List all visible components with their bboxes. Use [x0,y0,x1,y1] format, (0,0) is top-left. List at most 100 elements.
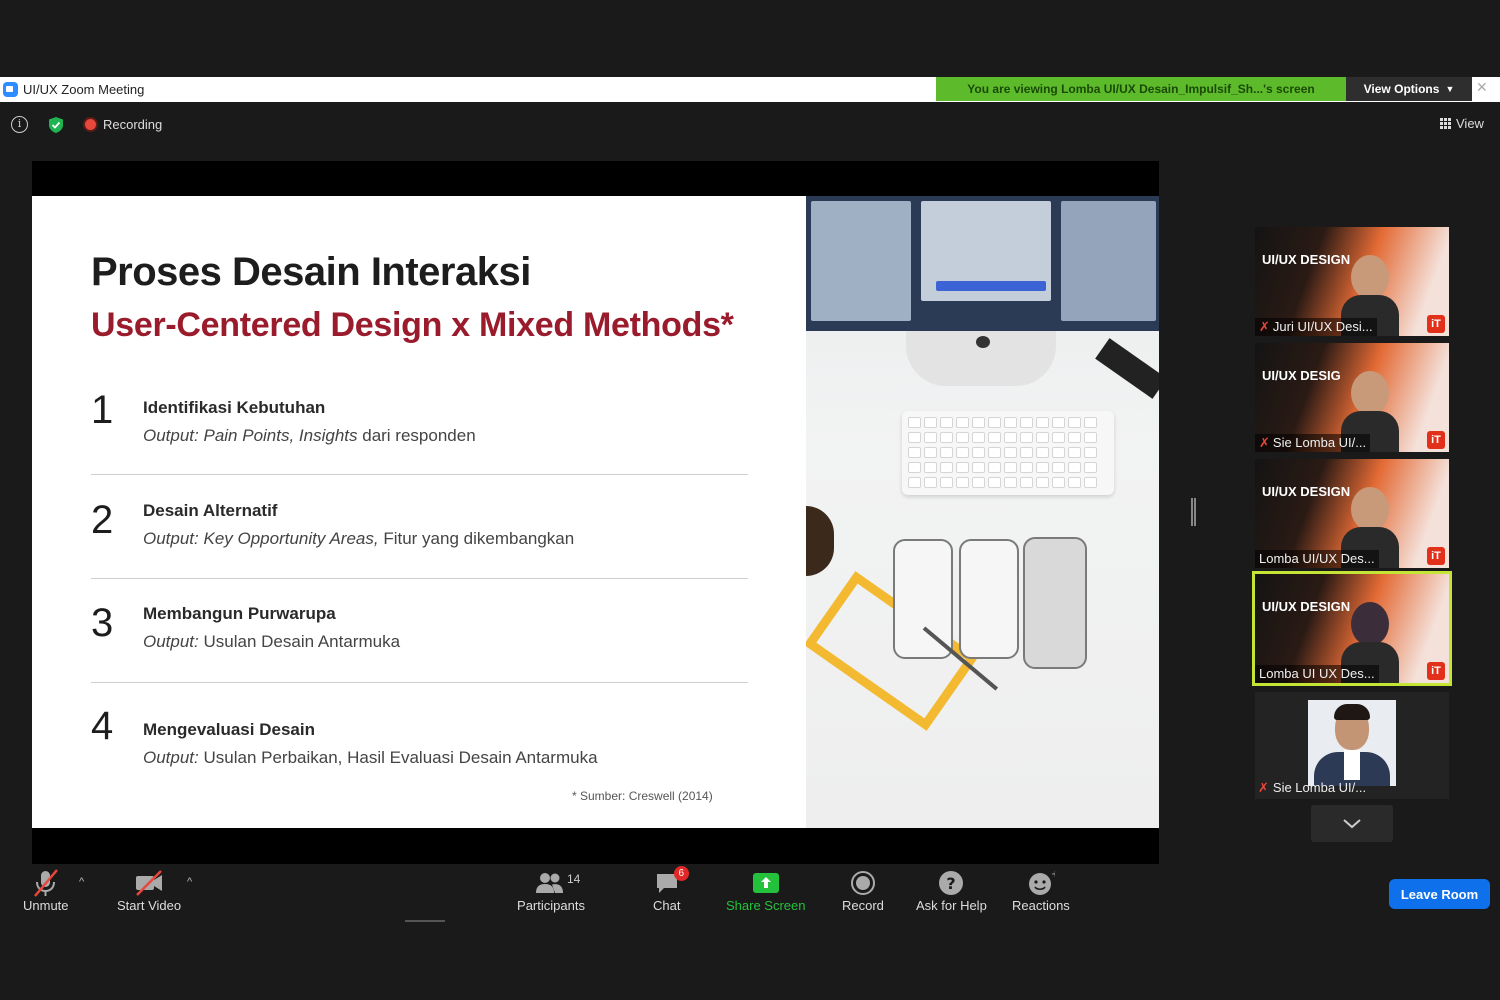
recording-icon [85,119,96,130]
muted-mic-icon: ✗ [1259,435,1270,450]
step-title: Identifikasi Kebutuhan [143,398,326,417]
view-options-label: View Options [1363,82,1440,96]
step-description-italic: Output: [143,632,199,651]
participant-name: Lomba UI/UX Des... [1255,550,1379,568]
chat-unread-badge: 6 [673,866,689,881]
view-label: View [1456,116,1484,131]
step-description-rest: Usulan Desain Antarmuka [198,632,401,651]
unmute-label: Unmute [23,898,69,913]
monitor-image [806,196,1159,331]
scroll-down-button[interactable] [1311,805,1393,842]
participant-video-tile[interactable]: UI/UX DESIGN Lomba UI/UX Des... iT [1255,459,1449,568]
toolbar-scroll-thumb[interactable] [405,920,445,922]
video-options-caret[interactable]: ^ [187,876,193,888]
viewing-screen-banner: You are viewing Lomba UI/UX Desain_Impul… [936,77,1346,101]
share-screen-button[interactable]: Share Screen [726,868,806,913]
slide-source-note: * Sumber: Creswell (2014) [572,789,713,803]
chevron-down-icon [1343,818,1361,828]
video-off-icon [133,868,165,898]
apple-logo-icon [976,336,990,348]
org-logo-icon: iT [1427,547,1445,565]
grid-icon [1440,118,1451,129]
step-description-rest: Usulan Perbaikan, Hasil Evaluasi Desain … [198,748,598,767]
step-title: Mengevaluasi Desain [143,720,315,739]
step-divider [91,682,748,683]
chat-button[interactable]: 6 Chat [653,866,689,913]
participant-name: ✗Sie Lomba UI/... [1258,780,1366,796]
meeting-toolbar [0,864,1500,920]
step-divider [91,578,748,579]
leave-room-button[interactable]: Leave Room [1389,879,1490,909]
participant-name-label: Juri UI/UX Desi... [1272,319,1373,334]
ask-for-help-button[interactable]: ? Ask for Help [916,868,987,913]
chat-icon: 6 [654,866,689,898]
chat-label: Chat [653,898,681,913]
slide-photo [806,196,1159,828]
participant-name-label: Sie Lomba UI/... [1272,780,1367,795]
muted-mic-icon [31,868,61,898]
coffee-cup [806,506,834,576]
panel-resize-handle[interactable] [1191,498,1196,526]
record-label: Record [842,898,884,913]
phone-stencil [959,539,1019,659]
slide-subtitle: User-Centered Design x Mixed Methods* [91,306,734,344]
muted-mic-icon: ✗ [1259,319,1270,334]
audio-options-caret[interactable]: ^ [79,876,85,888]
participants-label: Participants [517,898,585,913]
step-description-italic: Output: Pain Points, Insights [143,426,358,445]
step-number: 2 [91,498,114,542]
step-number: 4 [91,704,114,748]
step-description-italic: Output: Key Opportunity Areas, [143,529,379,548]
svg-text:?: ? [947,874,956,893]
unmute-button[interactable]: Unmute [23,868,69,913]
participant-video-tile[interactable]: UI/UX DESIG ✗Sie Lomba UI/... iT [1255,343,1449,452]
participants-icon: 14 [517,868,585,898]
record-button[interactable]: Record [842,868,884,913]
step-divider [91,474,748,475]
record-icon [850,868,876,898]
participant-name-label: Lomba UI/UX Des... [1259,551,1375,566]
keyboard-image [902,411,1114,495]
zoom-logo-icon [3,82,18,97]
active-speaker-tile[interactable]: UI/UX DESIGN Lomba UI UX Des... iT [1252,571,1452,686]
box-corner [1095,338,1159,399]
reactions-button[interactable]: + Reactions [1012,868,1070,913]
participant-name-label: Lomba UI UX Des... [1259,666,1375,681]
chevron-down-icon: ▼ [1445,84,1455,94]
help-icon: ? [938,868,964,898]
participant-video-tile[interactable]: UI/UX DESIGN ✗Juri UI/UX Desi... iT [1255,227,1449,336]
step-description: Output: Usulan Desain Antarmuka [143,632,400,652]
view-options-button[interactable]: View Options ▼ [1346,77,1472,101]
meeting-info-icon[interactable]: i [11,116,28,133]
window-title: UI/UX Zoom Meeting [23,82,145,97]
tile-brand-text: UI/UX DESIG [1262,368,1341,383]
step-description-rest: Fitur yang dikembangkan [378,529,575,548]
org-logo-icon: iT [1427,431,1445,449]
step-description-rest: dari responden [357,426,476,445]
org-logo-icon: iT [1427,662,1445,680]
start-video-button[interactable]: Start Video [117,868,181,913]
step-number: 1 [91,388,114,432]
participants-count: 14 [567,872,581,886]
participants-button[interactable]: 14 Participants [517,868,585,913]
participant-name: Lomba UI UX Des... [1255,665,1379,683]
share-screen-icon [752,868,780,898]
step-title: Membangun Purwarupa [143,604,336,623]
tile-brand-text: UI/UX DESIGN [1262,484,1351,499]
phone-stencil [1023,537,1087,669]
participant-name: ✗Sie Lomba UI/... [1255,434,1371,452]
encryption-shield-icon[interactable] [48,116,64,134]
view-layout-button[interactable]: View [1440,116,1484,131]
share-screen-label: Share Screen [726,898,806,913]
step-description: Output: Key Opportunity Areas, Fitur yan… [143,529,574,549]
participant-name: ✗Juri UI/UX Desi... [1255,318,1377,336]
slide-title: Proses Desain Interaksi [91,250,531,294]
reactions-label: Reactions [1012,898,1070,913]
step-description-italic: Output: [143,748,199,767]
phone-stencil [893,539,953,659]
presentation-slide [32,196,806,828]
participant-avatar [1308,700,1396,786]
close-icon[interactable]: ✕ [1476,79,1488,95]
ask-for-help-label: Ask for Help [916,898,987,913]
org-logo-icon: iT [1427,315,1445,333]
